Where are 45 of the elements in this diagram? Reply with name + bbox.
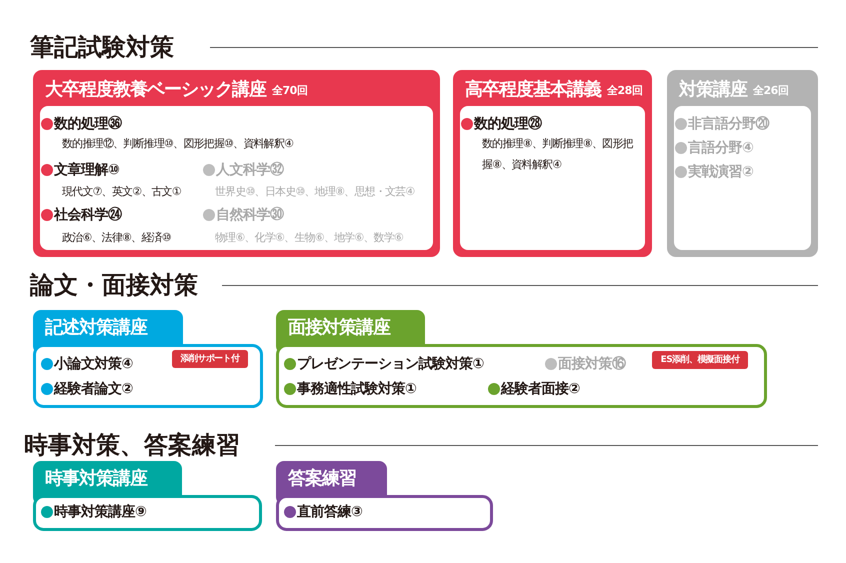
note-badge: 添削サポート付 <box>172 350 248 368</box>
subject-item: 非言語分野⑳ <box>688 114 769 134</box>
subject-item: 自然科学㉚ <box>216 206 284 225</box>
subject-item: 実戦演習② <box>688 162 754 182</box>
subject-item: 時事対策講座⑨ <box>54 502 146 522</box>
subject-item: 社会科学㉔ <box>54 206 122 225</box>
subject-item: 直前答練③ <box>297 503 362 522</box>
section-heading: 筆記試験対策 <box>30 32 174 62</box>
course-card <box>33 310 263 408</box>
subject-detail: 世界史⑩、日本史⑩、地理⑧、思想・文芸④ <box>215 184 414 200</box>
subject-detail: 数的推理⑧、判断推理⑧、図形把握⑧、資料解釈④ <box>482 136 634 173</box>
subject-item: 小論文対策④ <box>54 354 133 374</box>
course-card <box>33 461 262 531</box>
course-panel <box>33 70 440 257</box>
subject-detail: 政治⑥、法律⑧、経済⑩ <box>62 230 171 246</box>
subject-item: 経験者論文② <box>54 380 133 399</box>
course-title: 高卒程度基本講義 <box>465 78 601 102</box>
subject-item: 人文科学㉜ <box>216 160 284 180</box>
session-count: 全70回 <box>272 83 308 99</box>
subject-detail: 数的推理⑫、判断推理⑩、図形把握⑩、資料解釈④ <box>62 136 294 152</box>
session-count: 全26回 <box>753 83 788 99</box>
course-title: 対策講座 <box>679 78 747 102</box>
course-panel <box>667 70 818 257</box>
session-count: 全28回 <box>607 83 642 99</box>
section-heading: 論文・面接対策 <box>30 270 198 300</box>
course-card <box>276 461 493 531</box>
note-badge: ES添削、模擬面接付 <box>652 351 748 369</box>
course-panel <box>453 70 652 257</box>
section-heading: 時事対策、答案練習 <box>24 430 240 460</box>
subject-item: 言語分野④ <box>688 138 754 158</box>
course-card <box>276 310 767 408</box>
subject-item: 数的処理㊱ <box>54 114 122 134</box>
subject-item: 事務適性試験対策① <box>297 380 416 399</box>
tab-title: 面接対策講座 <box>288 316 390 340</box>
subject-detail: 現代文⑦、英文②、古文① <box>62 184 181 200</box>
subject-item: 数的処理㉘ <box>474 114 542 134</box>
subject-item: 文章理解⑩ <box>54 160 120 180</box>
subject-item: プレゼンテーション試験対策① <box>297 354 484 374</box>
subject-item: 経験者面接② <box>501 380 580 399</box>
subject-detail: 物理⑥、化学⑥、生物⑥、地学⑥、数学⑥ <box>215 230 404 246</box>
tab-title: 答案練習 <box>288 467 356 491</box>
course-title: 大卒程度教養ベーシック講座 <box>45 78 266 102</box>
tab-title: 記述対策講座 <box>45 316 147 340</box>
tab-title: 時事対策講座 <box>45 467 147 491</box>
subject-item: 面接対策⑯ <box>558 354 626 374</box>
